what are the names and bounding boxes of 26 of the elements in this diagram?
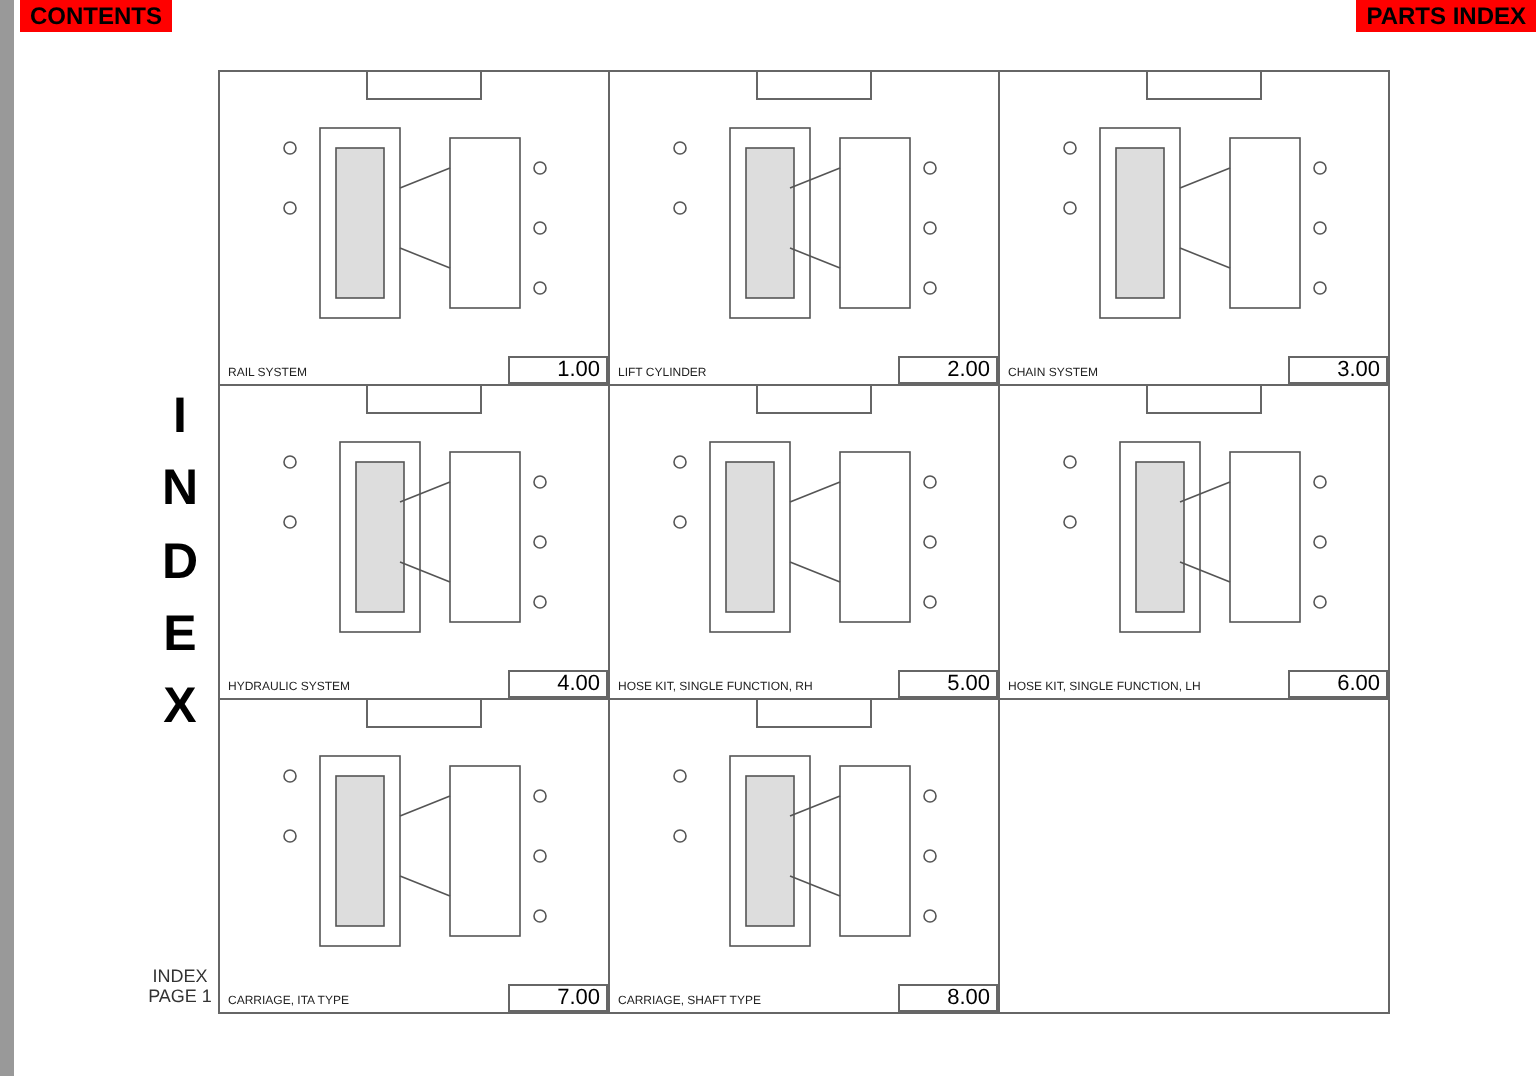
title-tab bbox=[366, 700, 482, 728]
title-tab bbox=[756, 72, 872, 100]
parts-index-button: PARTS INDEX bbox=[1356, 0, 1536, 32]
title-tab bbox=[1146, 386, 1262, 414]
index-heading: INDEX bbox=[160, 386, 200, 738]
index-panel bbox=[998, 70, 1390, 386]
page-number: 1.00 bbox=[508, 356, 608, 384]
index-page-label: INDEX PAGE 1 bbox=[146, 966, 214, 1006]
index-panel bbox=[218, 384, 610, 700]
contents-button: CONTENTS bbox=[20, 0, 172, 32]
title-tab bbox=[1146, 72, 1262, 100]
index-panel bbox=[608, 698, 1000, 1014]
page-number: 8.00 bbox=[898, 984, 998, 1012]
title-tab bbox=[756, 700, 872, 728]
page-number: 3.00 bbox=[1288, 356, 1388, 384]
title-tab bbox=[366, 386, 482, 414]
title-tab bbox=[756, 386, 872, 414]
page-number: 7.00 bbox=[508, 984, 608, 1012]
index-panel bbox=[218, 698, 610, 1014]
page-number: 2.00 bbox=[898, 356, 998, 384]
index-panel bbox=[608, 70, 1000, 386]
page-number: 5.00 bbox=[898, 670, 998, 698]
page-number: 6.00 bbox=[1288, 670, 1388, 698]
index-panel bbox=[218, 70, 610, 386]
page-number: 4.00 bbox=[508, 670, 608, 698]
title-tab bbox=[366, 72, 482, 100]
